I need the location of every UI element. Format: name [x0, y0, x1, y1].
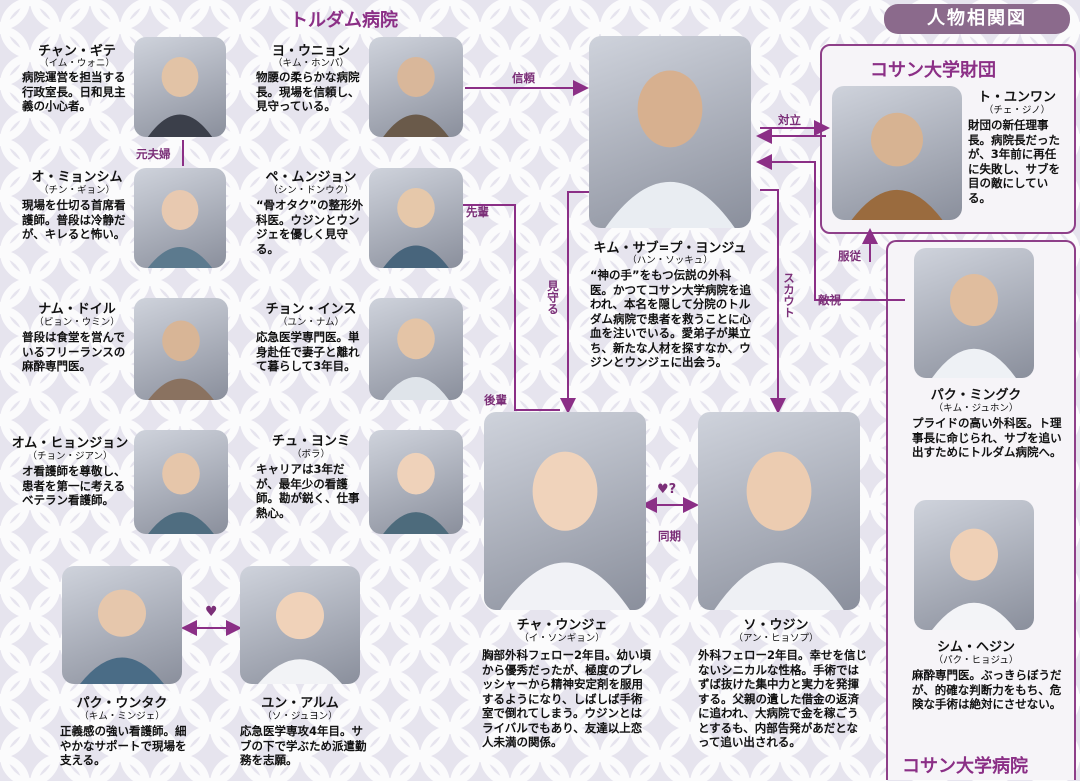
- name-chan: チャン・ギテ: [38, 44, 116, 59]
- desc-chon: 応急医学専門医。単身赴任で妻子と離れて暮らして3年目。: [256, 330, 360, 373]
- photo-so: [698, 412, 860, 610]
- actor-chan: （イム・ウォニ）: [39, 58, 115, 69]
- name-chon: チョン・インス: [265, 302, 357, 317]
- chart-badge: 人物相関図: [884, 4, 1070, 34]
- desc-chan: 病院運営を担当する行政室長。日和見主義の小心者。: [22, 70, 126, 113]
- actor-nam: （ピョン・ウミン）: [34, 317, 120, 328]
- desc-nam: 普段は食堂を営んでいるフリーランスの麻酔専門医。: [22, 330, 126, 373]
- actor-chon: （ユン・ナム）: [277, 317, 345, 328]
- name-om: オム・ヒョンジョン: [11, 436, 129, 451]
- actor-be: （シン・ドンウク）: [268, 185, 354, 196]
- person-avatar-icon: [147, 190, 213, 268]
- person-avatar-icon: [383, 188, 449, 268]
- photo-pwt: [62, 566, 182, 684]
- name-park: パク・ミングク: [930, 388, 1022, 403]
- person-avatar-icon: [148, 452, 214, 534]
- section-foundation-title: コサン大学財団: [870, 60, 996, 81]
- person-avatar-icon: [383, 57, 449, 137]
- section-hospital-title: トルダム病院: [290, 10, 398, 31]
- photo-to: [832, 86, 962, 220]
- photo-nam: [134, 298, 228, 400]
- photo-om: [134, 430, 228, 534]
- relation-hostile: 敵視: [818, 293, 841, 307]
- actor-so: （アン・ヒョソプ）: [733, 633, 819, 644]
- relation-heart-question: ♥?: [657, 482, 677, 497]
- relation-trust: 信頼: [512, 71, 535, 85]
- relation-watch: 見守る: [546, 280, 560, 315]
- relation-peer: 同期: [658, 529, 681, 543]
- name-yun: ユン・アルム: [261, 696, 339, 711]
- actor-kim: （ハン・ソッキュ）: [627, 255, 713, 266]
- person-avatar-icon: [605, 70, 735, 228]
- person-avatar-icon: [714, 451, 844, 610]
- relation-heart: ♥: [205, 604, 218, 620]
- relation-oppose: 対立: [778, 113, 801, 127]
- desc-kim: “神の手”をもつ伝説の外科医。かつてコサン大学病院を追われ、本名を隠して分院のト…: [590, 268, 751, 369]
- desc-park: プライドの高い外科医。ト理事長に命じられ、サブを追い出すためにトルダム病院へ。: [912, 416, 1062, 459]
- desc-pwt: 正義感の強い看護師。細やかなサポートで現場を支える。: [60, 724, 187, 767]
- relation-ex-couple: 元夫婦: [136, 147, 171, 161]
- desc-to: 財団の新任理事長。病院長だったが、3年前に再任に失敗し、サブを目の敵にしている。: [968, 118, 1060, 205]
- name-to: ト・ユンワン: [977, 90, 1056, 105]
- photo-sim: [914, 500, 1034, 630]
- section-univ-hospital-title: コサン大学病院: [902, 756, 1028, 777]
- name-sim: シム・ヘジン: [936, 640, 1015, 655]
- relation-senior: 先輩: [466, 205, 489, 219]
- actor-park: （キム・ジュホン）: [933, 403, 1019, 414]
- person-avatar-icon: [500, 451, 630, 610]
- actor-pwt: （キム・ミンジェ）: [79, 711, 165, 722]
- person-avatar-icon: [383, 318, 449, 400]
- actor-yun: （ソ・ジュヨン）: [262, 711, 338, 722]
- desc-sim: 麻酔専門医。ぶっきらぼうだが、的確な判断力をもち、危険な手術は絶対にさせない。: [912, 668, 1062, 711]
- relation-scout: スカウト: [782, 272, 796, 318]
- photo-yun: [240, 566, 360, 684]
- person-avatar-icon: [148, 320, 214, 400]
- name-pwt: パク・ウンタク: [76, 696, 168, 711]
- name-kim: キム・サブ=プ・ヨンジュ: [593, 241, 747, 256]
- desc-o: 現場を仕切る首席看護師。普段は冷静だが、キレると怖い。: [22, 198, 126, 241]
- name-nam: ナム・ドイル: [38, 302, 116, 317]
- photo-cha: [484, 412, 646, 610]
- actor-yo: （キム・ホンパ）: [272, 58, 349, 69]
- relation-obey: 服従: [838, 249, 861, 263]
- name-so: ソ・ウジン: [743, 618, 809, 633]
- name-cha: チャ・ウンジェ: [516, 618, 608, 633]
- desc-be: “骨オタク”の整形外科医。ウジンとウンジェを優しく見守る。: [256, 198, 364, 256]
- name-chu: チュ・ヨンミ: [271, 434, 350, 449]
- actor-om: （チョン・ジアン）: [27, 451, 113, 462]
- photo-be: [369, 168, 463, 268]
- person-avatar-icon: [851, 112, 943, 220]
- name-yo: ヨ・ウニョン: [271, 44, 350, 59]
- person-avatar-icon: [147, 57, 213, 137]
- photo-o: [134, 168, 226, 268]
- actor-to: （チェ・ジノ）: [983, 105, 1051, 116]
- person-avatar-icon: [80, 589, 164, 684]
- photo-yo: [369, 37, 463, 137]
- photo-chon: [369, 298, 463, 400]
- desc-cha: 胸部外科フェロー2年目。幼い頃から優秀だったが、極度のプレッシャーから精神安定剤…: [482, 648, 651, 749]
- person-avatar-icon: [258, 591, 342, 684]
- photo-chu: [369, 430, 463, 534]
- photo-kim: [589, 36, 751, 228]
- person-avatar-icon: [932, 274, 1016, 378]
- relation-junior: 後輩: [484, 393, 507, 407]
- desc-om: オ看護師を尊敬し、患者を第一に考えるベテラン看護師。: [22, 464, 126, 507]
- actor-chu: （ボラ）: [291, 449, 330, 460]
- photo-park: [914, 248, 1034, 378]
- name-be: ペ・ムンジョン: [265, 170, 357, 185]
- actor-o: （チン・ギョン）: [38, 185, 115, 196]
- desc-so: 外科フェロー2年目。幸せを信じないシニカルな性格。手術ではずば抜けた集中力と実力…: [698, 648, 867, 749]
- actor-cha: （イ・ソンギョン）: [519, 633, 605, 644]
- person-avatar-icon: [383, 452, 449, 534]
- desc-yun: 応急医学専攻4年目。サブの下で学ぶため派遣勤務を志願。: [240, 724, 367, 767]
- photo-chan: [134, 37, 226, 137]
- actor-sim: （パク・ヒョジュ）: [933, 655, 1019, 666]
- desc-yo: 物腰の柔らかな病院長。現場を信頼し、見守っている。: [256, 70, 360, 113]
- desc-chu: キャリアは3年だが、最年少の看護師。勘が鋭く、仕事熱心。: [256, 462, 360, 520]
- name-o: オ・ミョンシム: [31, 170, 123, 185]
- person-avatar-icon: [932, 528, 1016, 630]
